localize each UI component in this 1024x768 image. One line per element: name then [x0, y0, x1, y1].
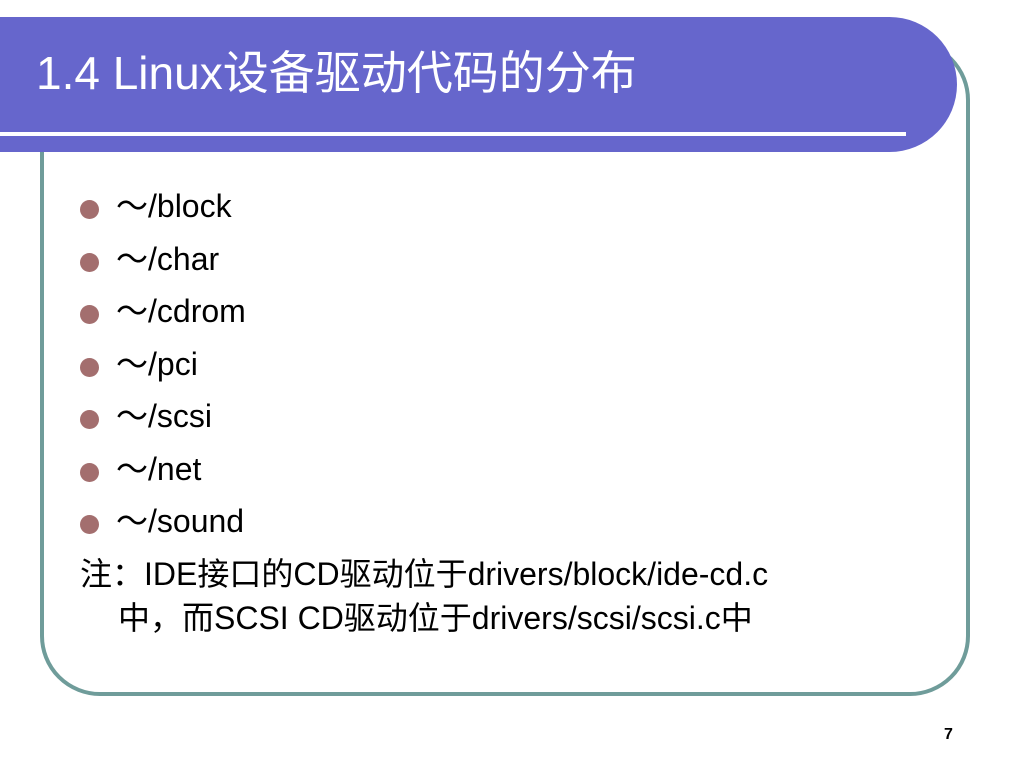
list-item-text: ～/cdrom — [116, 293, 246, 329]
bullet-dot-icon — [80, 515, 99, 534]
bullet-dot-icon — [80, 200, 99, 219]
note-paragraph: 注：IDE接口的CD驱动位于drivers/block/ide-cd.c 中，而… — [80, 552, 950, 640]
bullet-dot-icon — [80, 305, 99, 324]
list-item-text: ～/scsi — [116, 398, 213, 434]
bullet-dot-icon — [80, 462, 99, 482]
title-underline — [0, 132, 906, 136]
list-item-text: ～/sound — [116, 503, 245, 539]
list-item-text: ～/block — [116, 188, 232, 224]
list-item-text: ～/net — [116, 450, 202, 487]
note-line-2: 中，而SCSI CD驱动位于drivers/scsi/scsi.c中 — [118, 600, 753, 636]
page-number: 7 — [944, 726, 953, 743]
slide-title: 1.4 Linux设备驱动代码的分布 — [36, 47, 637, 99]
title-band — [0, 17, 957, 152]
note-line-1: 注：IDE接口的CD驱动位于drivers/block/ide-cd.c — [80, 556, 769, 592]
bullet-dot-icon — [80, 410, 99, 429]
bullet-dot-icon — [80, 357, 99, 377]
bullet-dot-icon — [80, 252, 99, 272]
list-item-text: ～/char — [116, 240, 220, 277]
list-item-text: ～/pci — [116, 345, 198, 382]
